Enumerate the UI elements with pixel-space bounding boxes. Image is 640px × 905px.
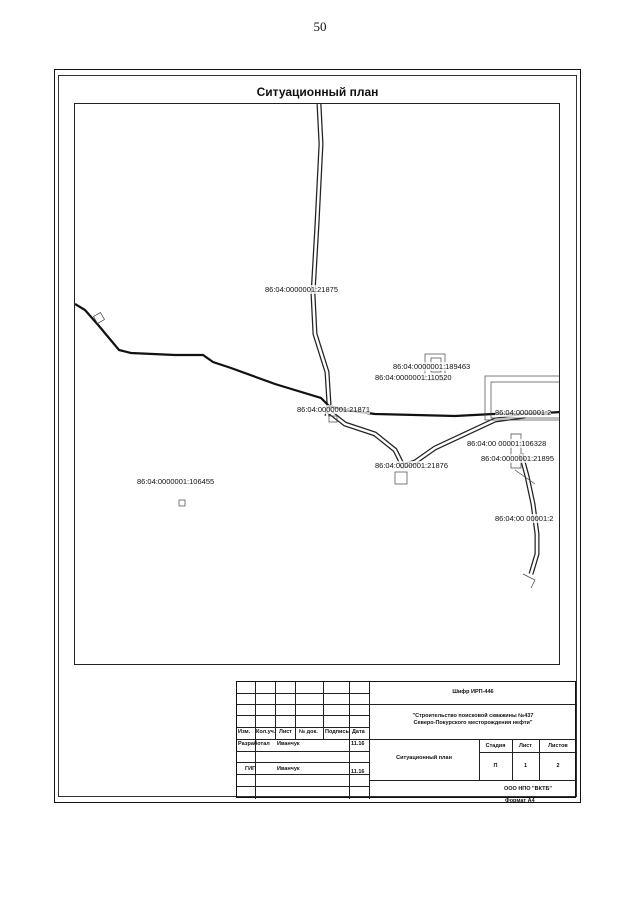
- format-label: Формат А4: [505, 798, 535, 804]
- parcel-label: 86:04:0000001:2: [495, 408, 552, 417]
- parcel-label: 86:04:0000001:110520: [375, 373, 452, 382]
- parcel-label: 86:04:00 00001:2: [495, 514, 554, 523]
- situation-map: 86:04:0000001:21875 86:04:0000001:189463…: [74, 103, 560, 665]
- header-list: Лист: [279, 729, 292, 735]
- header-date: Дата: [352, 729, 365, 735]
- sheet-value: 1: [523, 763, 528, 769]
- project-name-line1: "Строительство поисковой скважины №437: [412, 713, 534, 719]
- page-number: 50: [313, 19, 327, 34]
- sheet-label: Лист: [519, 743, 532, 749]
- drawing-title: Ситуационный план: [396, 755, 452, 761]
- role-developer: Разработал: [238, 741, 270, 747]
- name-gip: Иванчук: [277, 766, 300, 772]
- title-block: Шифр ИРП-446 "Строительство поисковой ск…: [236, 681, 577, 799]
- project-name-line2: Северо-Покурского месторождения нефти": [413, 720, 533, 726]
- stage-value: П: [493, 763, 498, 769]
- sheet-title: Ситуационный план: [256, 85, 379, 99]
- stage-label: Стадия: [485, 743, 506, 749]
- pipeline-line: [75, 303, 559, 418]
- header-kol: Кол.уч.: [256, 729, 276, 735]
- project-code: Шифр ИРП-446: [452, 689, 494, 695]
- name-developer: Иванчук: [277, 741, 300, 747]
- date-developer: 11.16: [351, 741, 365, 747]
- parcel-label: 86:04:0000001:106455: [137, 477, 215, 486]
- parcel-label: 86:04:0000001:21895: [481, 454, 554, 463]
- parcel-label: 86:04:0000001:21871: [297, 405, 370, 414]
- header-izm: Изм.: [238, 729, 251, 735]
- date-gip: 11.16: [351, 769, 365, 775]
- sheets-value: 2: [556, 763, 560, 769]
- organization: ООО НПО "ВКТБ": [503, 786, 553, 792]
- parcel-label: 86:04:0000001:21876: [375, 461, 448, 470]
- sheets-label: Листов: [548, 743, 568, 749]
- north-road: [310, 104, 332, 417]
- drawing-inner-border: [58, 75, 577, 797]
- map-drawing: [75, 104, 559, 589]
- parcel-label: 86:04:0000001:189463: [393, 362, 471, 371]
- parcel-label: 86:04:00 00001:106328: [467, 439, 547, 448]
- drawing-sheet-border: [54, 69, 581, 803]
- role-gip: ГИП: [245, 766, 257, 772]
- parcel-label: 86:04:0000001:21875: [265, 285, 338, 294]
- header-sign: Подпись: [325, 729, 349, 735]
- header-doc: № док.: [299, 729, 318, 735]
